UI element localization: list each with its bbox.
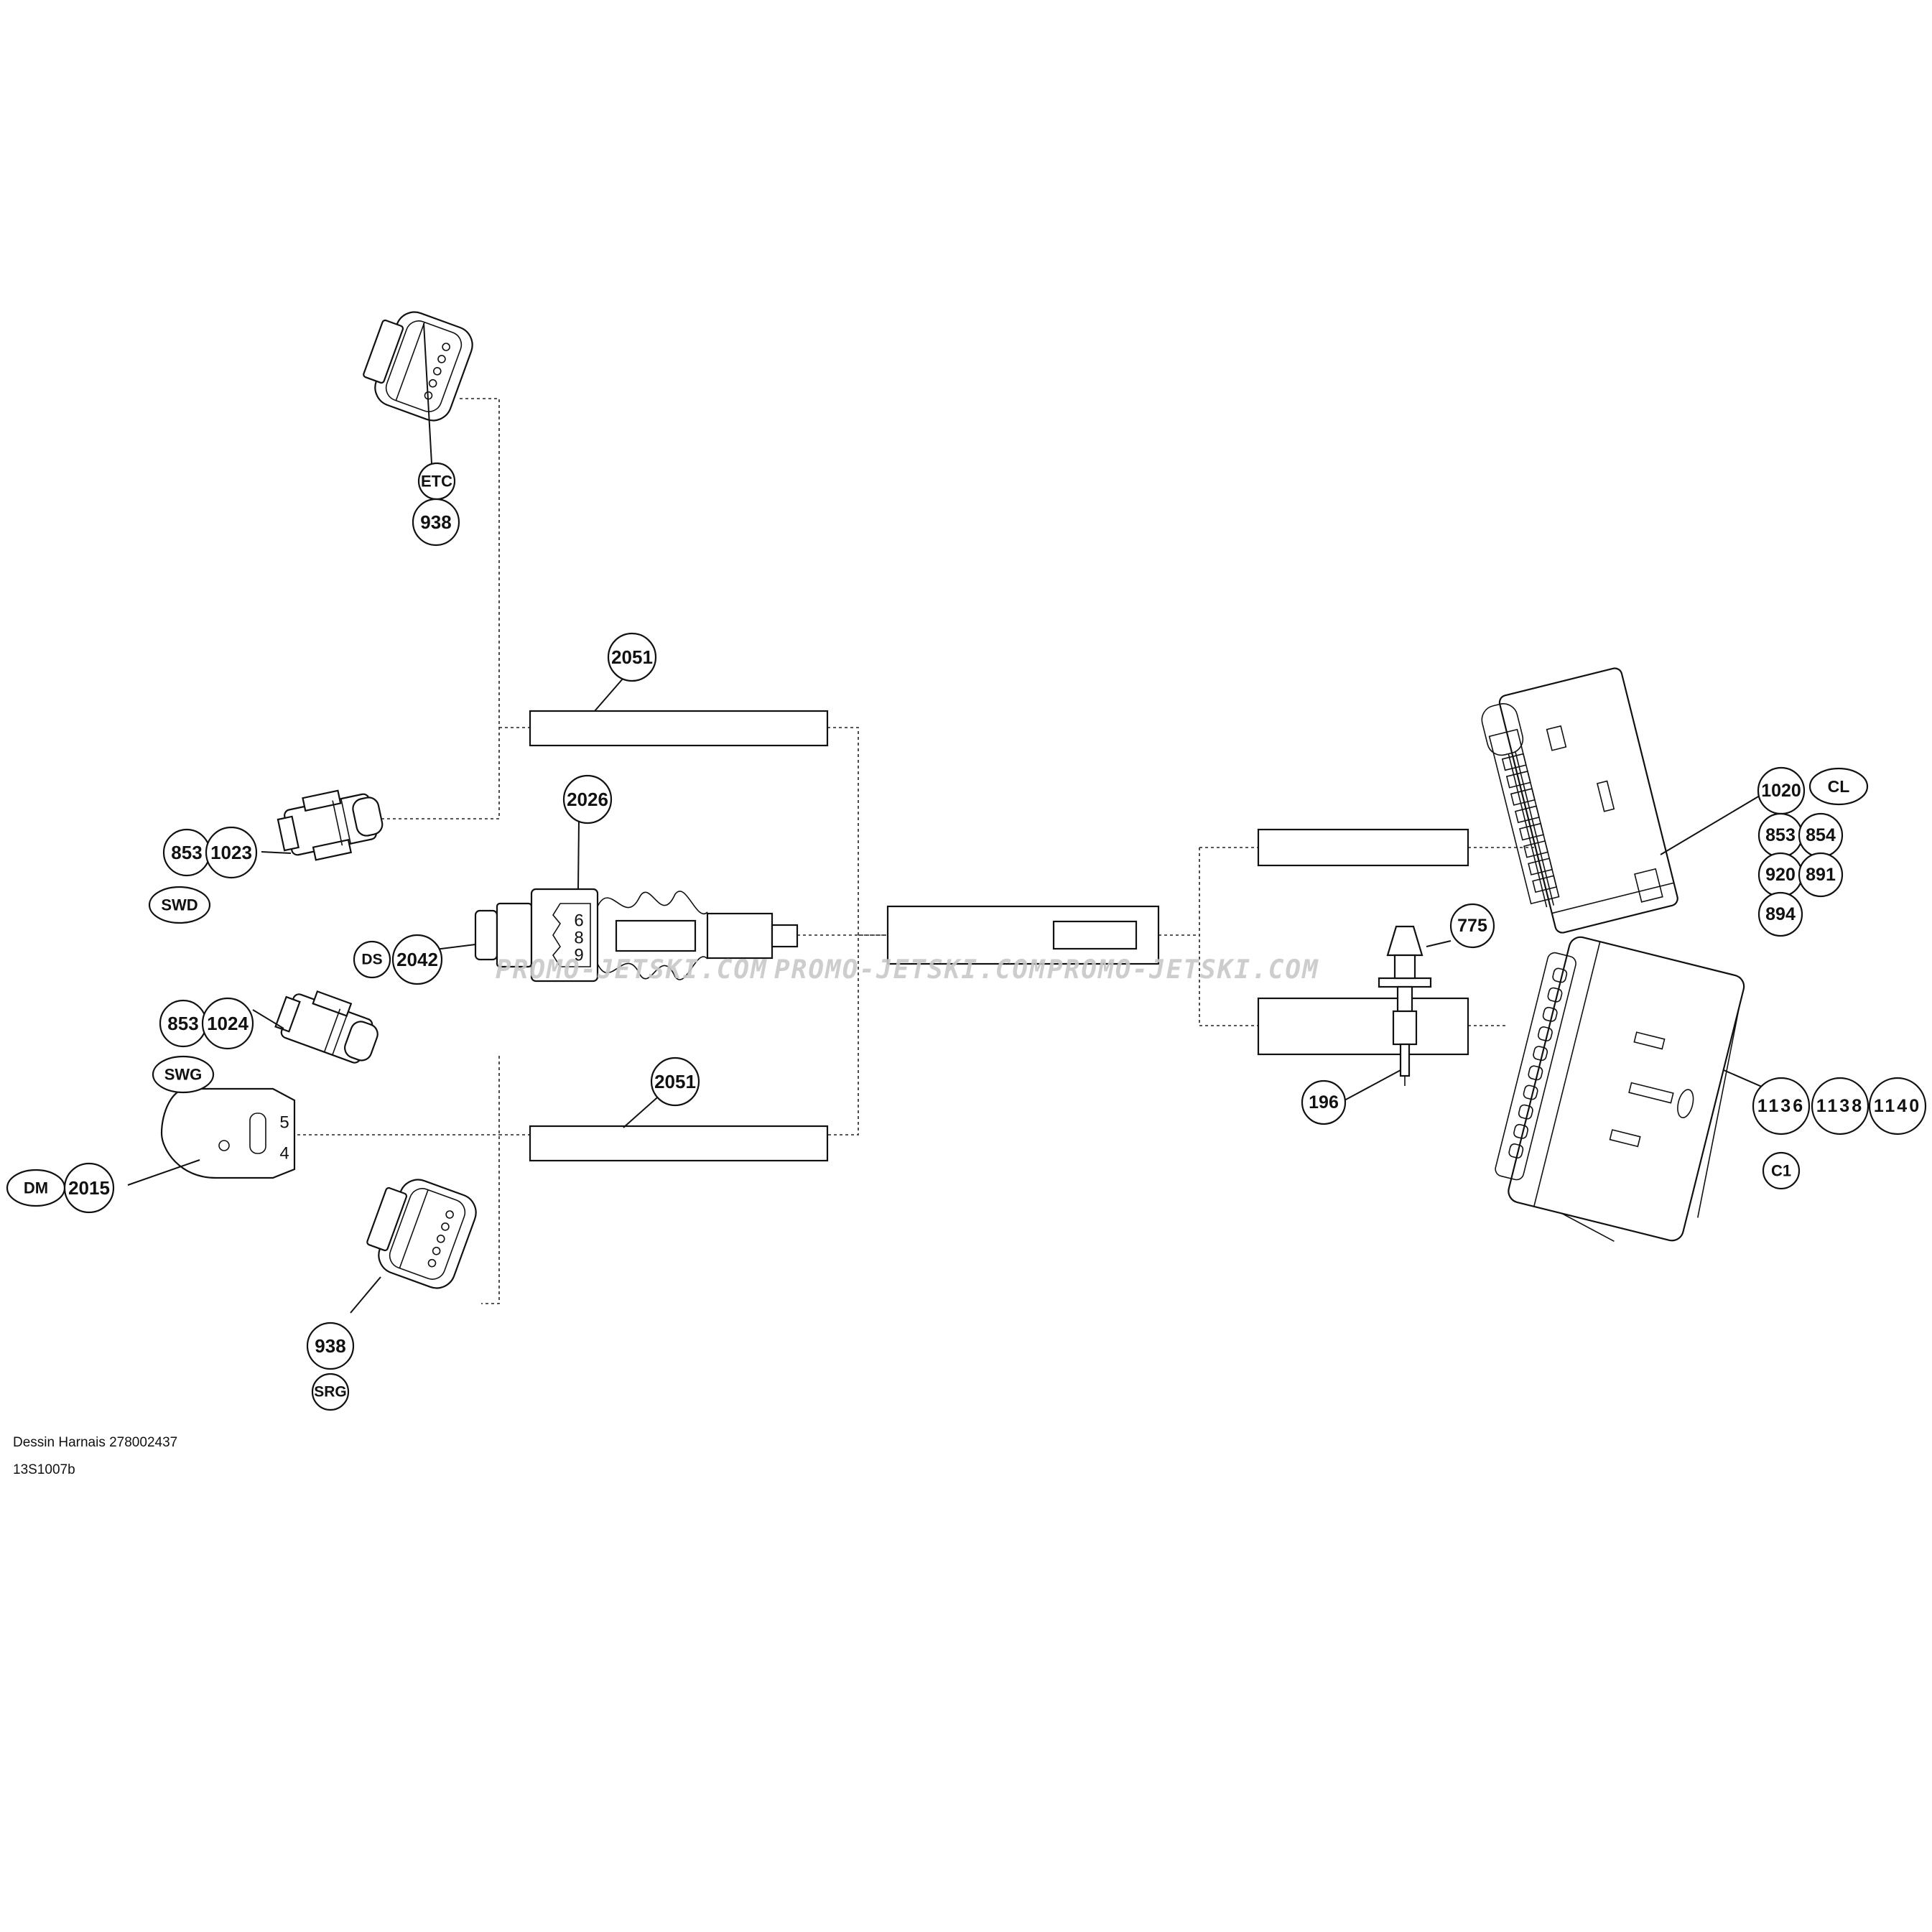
svg-text:1138: 1138 — [1816, 1096, 1864, 1116]
pin-label-9: 9 — [574, 946, 583, 965]
connector-srg-938 — [366, 1179, 477, 1289]
callout-etc: ETC — [417, 462, 456, 501]
svg-text:1136: 1136 — [1757, 1096, 1805, 1116]
main-trunk-label-block — [1052, 920, 1138, 950]
callout-cl: CL — [1808, 767, 1869, 806]
svg-text:853: 853 — [167, 1013, 198, 1034]
svg-text:SWD: SWD — [161, 896, 198, 914]
callout-775: 775 — [1449, 903, 1495, 949]
svg-text:ETC: ETC — [421, 473, 452, 491]
callout-891: 891 — [1798, 852, 1844, 898]
connector-etc-938 — [363, 311, 473, 422]
svg-text:2051: 2051 — [611, 646, 653, 668]
svg-text:1020: 1020 — [1761, 781, 1801, 801]
svg-text:PROMO-JETSKI.COM: PROMO-JETSKI.COM — [774, 955, 1046, 985]
pin-label-5: 5 — [279, 1113, 289, 1133]
svg-text:894: 894 — [1765, 904, 1796, 924]
callout-swd: SWD — [148, 886, 211, 924]
callout-196: 196 — [1301, 1079, 1347, 1125]
callout-1024: 1024 — [201, 997, 254, 1050]
svg-text:938: 938 — [420, 511, 451, 533]
callout-854: 854 — [1798, 812, 1844, 858]
pin-label-4: 4 — [279, 1144, 289, 1164]
svg-text:2026: 2026 — [567, 789, 608, 810]
harness-sleeves — [529, 710, 1469, 1162]
conduit-2051-lower — [529, 1125, 829, 1162]
svg-text:SWG: SWG — [164, 1066, 203, 1084]
branch-sleeve-upper — [1257, 828, 1469, 867]
svg-text:853: 853 — [1765, 825, 1796, 845]
callout-2051-bottom: 2051 — [650, 1056, 700, 1107]
svg-text:CL: CL — [1828, 777, 1850, 796]
callout-dm: DM — [6, 1169, 66, 1207]
watermark: PROMO-JETSKI.COM PROMO-JETSKI.COM PROMO-… — [496, 955, 1319, 985]
svg-text:PROMO-JETSKI.COM: PROMO-JETSKI.COM — [1047, 955, 1319, 985]
svg-text:1023: 1023 — [210, 842, 252, 863]
svg-text:196: 196 — [1309, 1092, 1339, 1113]
pin-label-6: 6 — [574, 911, 583, 931]
callout-2051-top: 2051 — [607, 632, 657, 682]
pin-label-8: 8 — [574, 929, 583, 948]
harness-clip-775 — [1378, 925, 1432, 1086]
callout-938-top: 938 — [412, 498, 460, 547]
branch-sleeve-lower — [1257, 997, 1469, 1056]
callout-1023: 1023 — [205, 826, 258, 879]
callout-1140: 1140 — [1868, 1077, 1927, 1135]
svg-text:775: 775 — [1457, 916, 1487, 936]
callout-853-c: 853 — [1757, 812, 1803, 858]
svg-text:DM: DM — [24, 1179, 48, 1197]
svg-text:938: 938 — [315, 1335, 345, 1357]
connector-cl-1020 — [1481, 667, 1678, 934]
drawing-reference: Dessin Harnais 278002437 — [13, 1435, 177, 1450]
svg-text:891: 891 — [1806, 865, 1836, 885]
connector-swg-1024 — [274, 990, 378, 1064]
callout-2042: 2042 — [391, 934, 443, 985]
svg-text:PROMO-JETSKI.COM: PROMO-JETSKI.COM — [496, 955, 768, 985]
callout-920: 920 — [1757, 852, 1803, 898]
sensor-2026: 6 8 9 — [474, 888, 799, 983]
svg-text:1140: 1140 — [1874, 1096, 1921, 1116]
figure-code: 13S1007b — [13, 1462, 75, 1477]
svg-text:2015: 2015 — [68, 1177, 110, 1199]
callout-ds: DS — [353, 940, 391, 979]
connector-c1-1136 — [1495, 936, 1745, 1242]
callout-swg: SWG — [152, 1055, 215, 1094]
callout-894: 894 — [1757, 891, 1803, 937]
svg-text:C1: C1 — [1771, 1162, 1791, 1180]
callout-853-b: 853 — [159, 999, 208, 1048]
connector-swd-1023 — [277, 789, 384, 861]
svg-text:DS: DS — [361, 952, 382, 968]
callout-srg: SRG — [311, 1373, 350, 1411]
callout-853-a: 853 — [162, 828, 211, 877]
callout-2026: 2026 — [562, 774, 613, 825]
svg-text:854: 854 — [1806, 825, 1836, 845]
svg-text:2051: 2051 — [654, 1071, 696, 1092]
conduit-2051-upper — [529, 710, 829, 747]
callout-1138: 1138 — [1811, 1077, 1870, 1135]
svg-text:920: 920 — [1765, 865, 1796, 885]
svg-text:853: 853 — [171, 842, 202, 863]
callout-1020: 1020 — [1757, 766, 1806, 815]
svg-text:2042: 2042 — [396, 949, 438, 970]
svg-text:1024: 1024 — [207, 1013, 249, 1034]
callout-c1: C1 — [1762, 1151, 1801, 1190]
callout-2015: 2015 — [63, 1162, 115, 1214]
connector-dm-2015: 5 4 — [160, 1087, 296, 1179]
callout-1136: 1136 — [1752, 1077, 1811, 1135]
callout-938-bottom: 938 — [306, 1322, 355, 1370]
svg-text:SRG: SRG — [314, 1384, 347, 1401]
